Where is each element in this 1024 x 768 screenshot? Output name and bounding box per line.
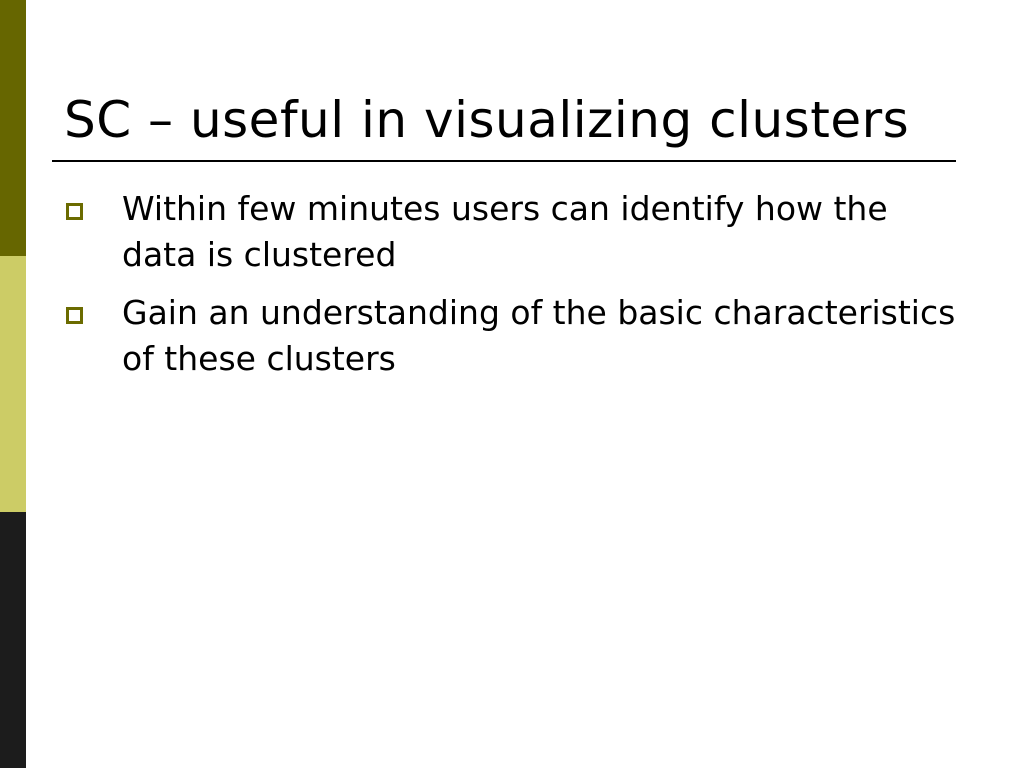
side-bar-segment-light (0, 256, 26, 512)
side-bar-segment-dark (0, 0, 26, 256)
side-accent-bar (0, 0, 26, 768)
title-divider (52, 160, 956, 162)
slide-title: SC – useful in visualizing clusters (64, 91, 910, 149)
hollow-square-bullet-icon (66, 307, 83, 324)
bullet-list: Within few minutes users can identify ho… (64, 186, 964, 394)
side-bar-segment-black (0, 512, 26, 768)
hollow-square-bullet-icon (66, 203, 83, 220)
bullet-text: Gain an understanding of the basic chara… (122, 293, 956, 378)
bullet-item: Gain an understanding of the basic chara… (64, 290, 964, 382)
bullet-item: Within few minutes users can identify ho… (64, 186, 964, 278)
bullet-text: Within few minutes users can identify ho… (122, 189, 888, 274)
